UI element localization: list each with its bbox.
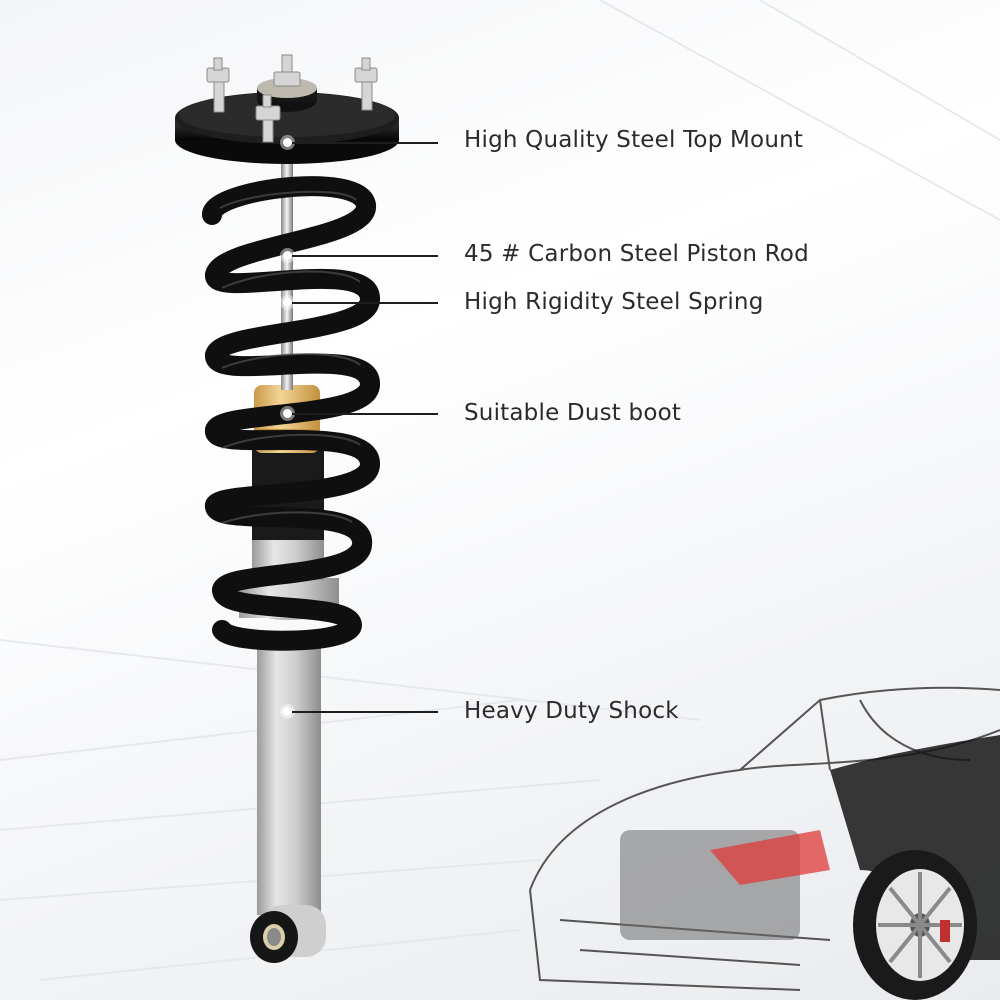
callout-dot — [283, 251, 292, 260]
callout-line — [292, 255, 438, 257]
callout-line — [292, 142, 438, 144]
callout-dot — [283, 138, 292, 147]
callout-line — [292, 302, 438, 304]
xray-car-illustration — [529, 686, 1000, 1000]
bottom-eyelet-bushing — [250, 905, 326, 963]
callout-label: 45 # Carbon Steel Piston Rod — [464, 241, 809, 267]
callout-label: Heavy Duty Shock — [464, 698, 679, 724]
callout-dot — [283, 409, 292, 418]
callout-dot — [283, 707, 292, 716]
callout-label: High Rigidity Steel Spring — [464, 289, 764, 315]
callout-dot — [283, 298, 292, 307]
engine-highlight-red — [710, 830, 830, 885]
callout-line — [292, 413, 438, 415]
top-mount — [175, 78, 399, 164]
shock-body — [239, 576, 339, 915]
coil-spring — [202, 176, 380, 651]
mount-studs — [206, 54, 378, 143]
callout-label: High Quality Steel Top Mount — [464, 127, 804, 153]
callout-line — [292, 711, 438, 713]
callout-label: Suitable Dust boot — [464, 400, 682, 426]
front-wheel — [853, 850, 977, 1000]
strut-assembly — [175, 54, 399, 963]
